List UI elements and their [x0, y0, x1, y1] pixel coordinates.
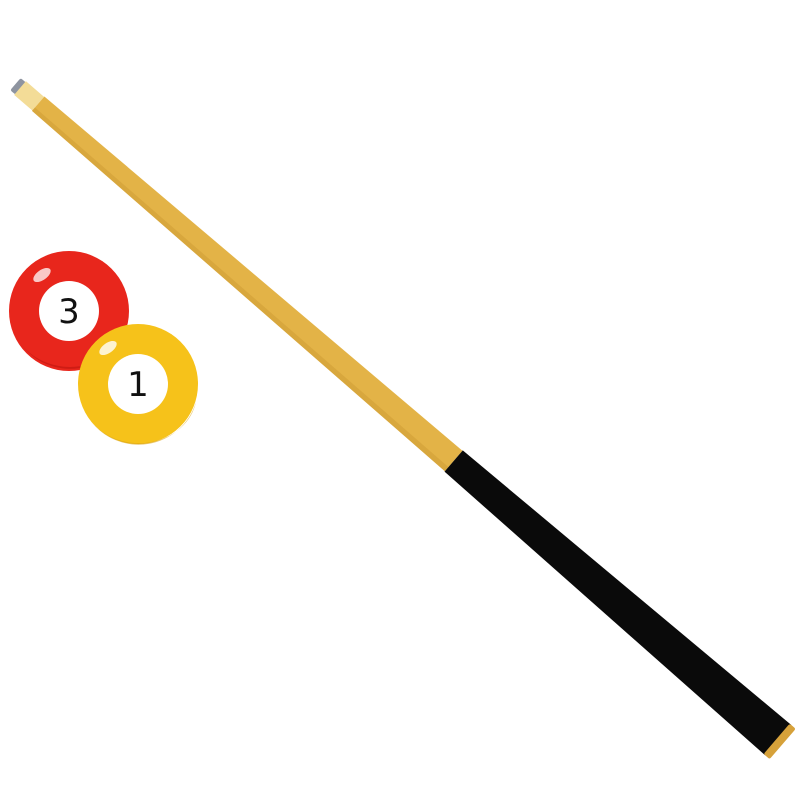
- ball-number-label: 1: [127, 365, 149, 405]
- ball-highlight: [33, 267, 51, 283]
- ball-number-circle: [108, 354, 168, 414]
- cue-shaft: [32, 96, 463, 472]
- cue-bumper: [764, 724, 795, 759]
- cue-butt: [444, 450, 792, 756]
- cue-ferrule: [14, 81, 45, 111]
- cue-tip: [11, 78, 26, 94]
- billiard-ball-1: 1: [78, 324, 198, 445]
- ball-number-label: 3: [58, 292, 80, 332]
- cue-shaft-edge: [32, 107, 449, 472]
- pool-cue: [11, 78, 795, 759]
- ball-number-circle: [39, 281, 99, 341]
- billiard-ball-3: 3: [9, 251, 129, 371]
- ball-highlight: [99, 340, 117, 356]
